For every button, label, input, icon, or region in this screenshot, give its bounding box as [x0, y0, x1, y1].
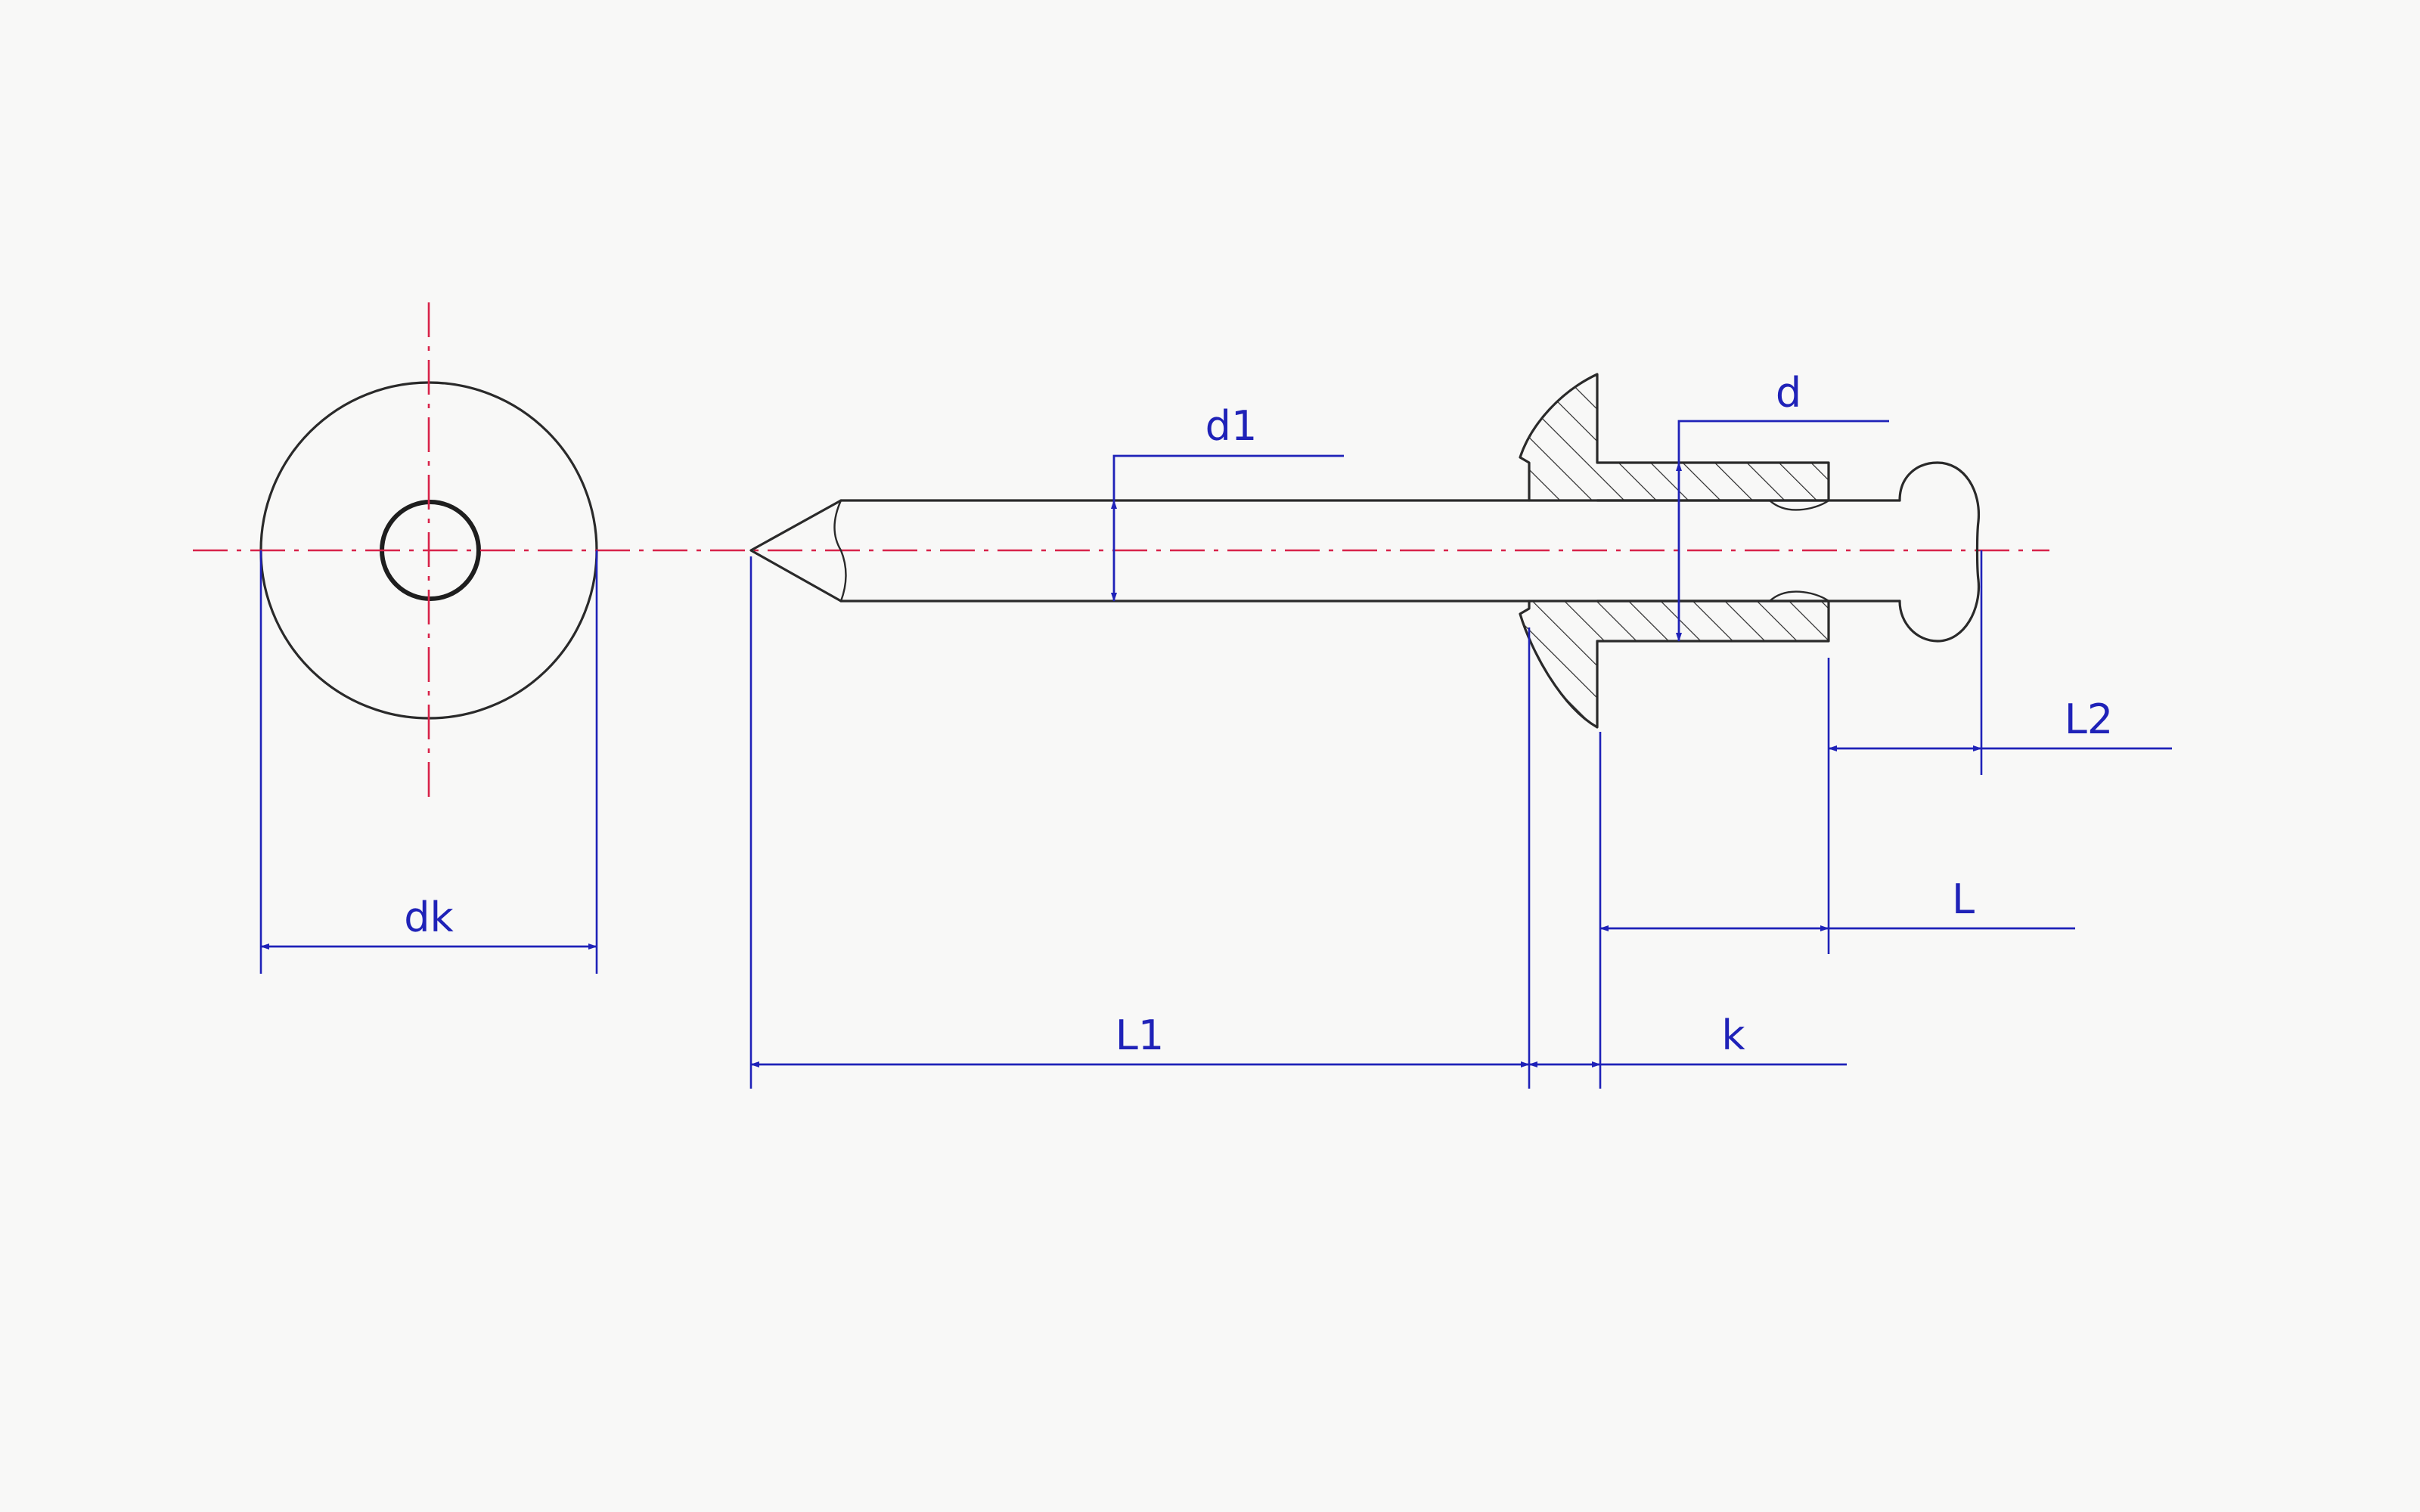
dimension-d: d	[1676, 369, 1889, 642]
label-L2: L2	[2065, 696, 2113, 743]
label-L1: L1	[1115, 1012, 1164, 1059]
break-neck-groove-bottom	[1768, 590, 1830, 603]
rivet-section-top	[1519, 373, 1830, 502]
side-view	[749, 373, 1981, 729]
dimension-L1: L1	[750, 1012, 1530, 1067]
mandrel-tip-outline	[749, 499, 842, 603]
rivet-section-bottom	[1519, 600, 1830, 729]
break-neck-groove-top	[1768, 499, 1830, 511]
label-d1: d1	[1205, 402, 1258, 450]
label-L: L	[1952, 875, 1975, 923]
mandrel-tip-break-curve	[833, 499, 847, 603]
label-d: d	[1776, 369, 1801, 417]
mandrel-head-outline	[1898, 461, 1981, 643]
label-k: k	[1721, 1012, 1745, 1059]
dimension-dk: dk	[259, 550, 598, 974]
dimension-L: L	[1599, 875, 2075, 931]
dimension-L2: L2	[1828, 696, 2172, 751]
label-dk: dk	[404, 894, 454, 941]
dimension-d1: d1	[1111, 402, 1344, 602]
dimension-k: k	[1528, 1012, 1847, 1067]
